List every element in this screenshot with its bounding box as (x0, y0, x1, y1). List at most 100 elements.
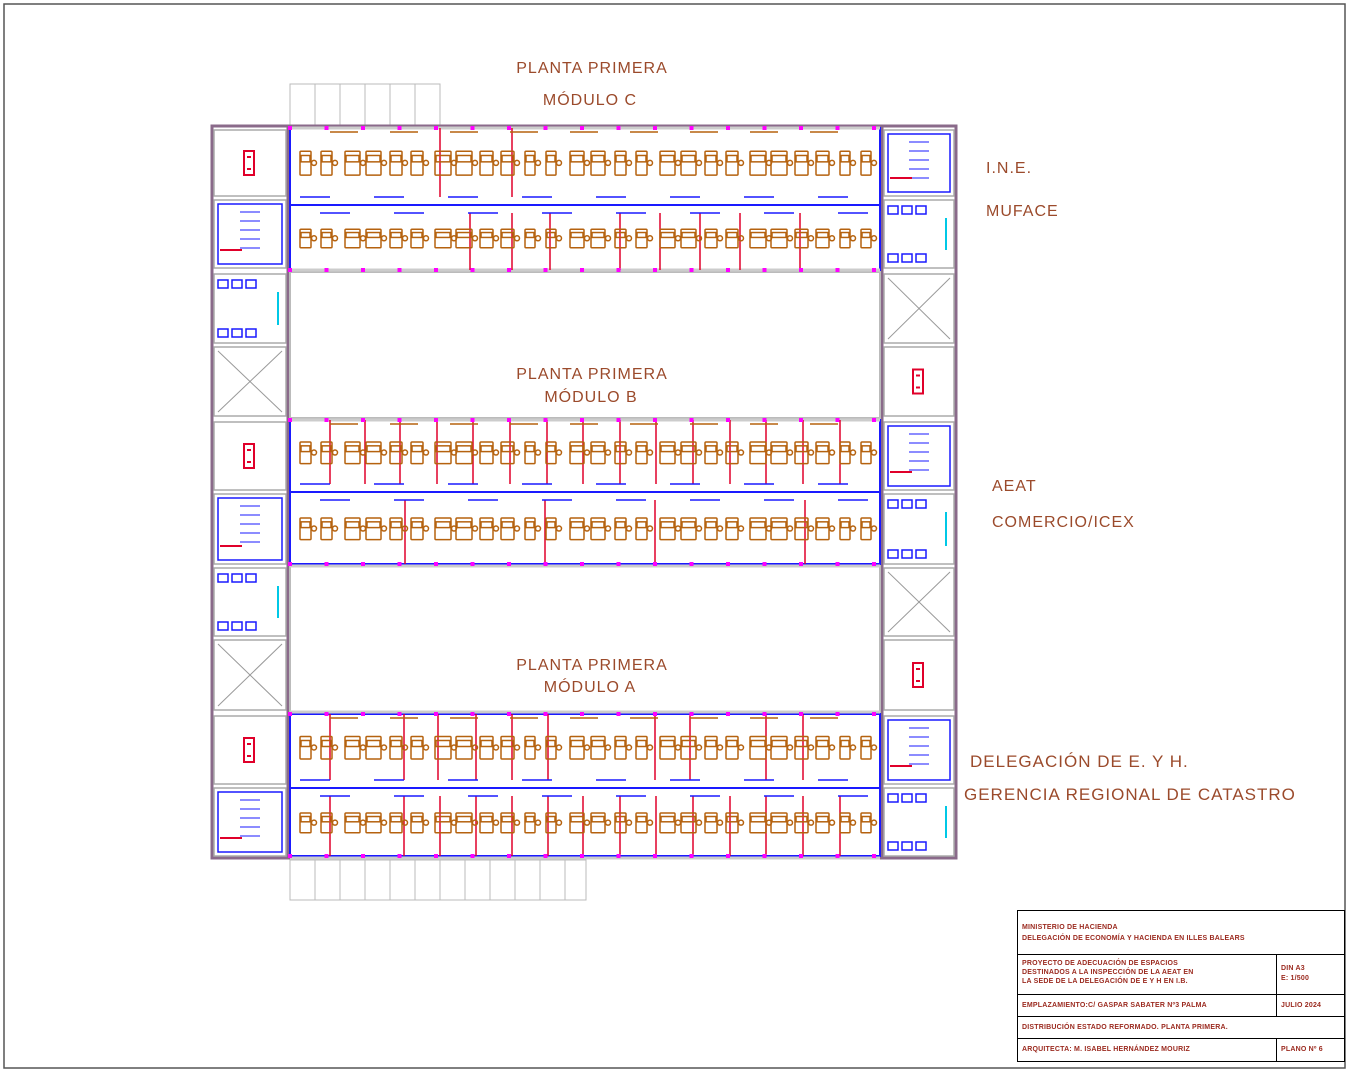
elevator-symbol (912, 368, 924, 395)
chair (310, 235, 318, 242)
core-cell (883, 129, 955, 197)
title-block-content-row: DISTRIBUCIÓN ESTADO REFORMADO. PLANTA PR… (1018, 1017, 1344, 1039)
chair (401, 159, 409, 167)
desk-detail (750, 445, 766, 453)
chair (786, 744, 794, 751)
desk-detail (345, 445, 360, 453)
pillar (616, 854, 621, 858)
pillar (288, 126, 292, 130)
chair (534, 235, 542, 242)
chair (359, 449, 367, 456)
desk-detail (300, 739, 311, 748)
chair (870, 235, 878, 242)
desk-detail (591, 739, 605, 748)
pillar (835, 126, 840, 130)
pillar (872, 562, 876, 566)
chair (737, 159, 745, 167)
chair (786, 235, 794, 242)
desk-detail (435, 445, 451, 453)
chair (380, 449, 388, 456)
desk-detail (615, 521, 626, 529)
overhang-top (289, 83, 441, 127)
pillar (397, 562, 402, 566)
desk-detail (681, 739, 696, 748)
desk-detail (705, 815, 717, 823)
core-cell (213, 129, 287, 197)
pillar (653, 268, 657, 272)
desk-detail (615, 231, 626, 239)
chair (555, 744, 563, 751)
pillar (470, 126, 475, 130)
desk-detail (435, 231, 451, 239)
pillar (872, 418, 876, 422)
toilet-symbol (901, 793, 913, 803)
chair (870, 449, 878, 456)
chair (422, 159, 430, 167)
toilet-symbol (245, 621, 257, 631)
ministry-text: MINISTERIO DE HACIENDA (1022, 924, 1118, 931)
desk-detail (705, 445, 717, 453)
desk-detail (411, 231, 423, 239)
core-cell (883, 787, 955, 857)
chair (674, 525, 682, 532)
stair-symbol (217, 791, 283, 853)
desk-detail (390, 445, 402, 453)
desk-detail (300, 521, 311, 529)
chair (646, 235, 654, 242)
stair-symbol (887, 719, 951, 781)
pillar (397, 268, 402, 272)
desk-detail (546, 739, 556, 748)
desk-detail (411, 521, 423, 529)
chair (625, 449, 633, 456)
pillar (324, 418, 329, 422)
desk-detail (390, 521, 402, 529)
desk-detail (660, 154, 675, 163)
pillar (434, 854, 438, 858)
pillar (799, 562, 803, 566)
desk-detail (480, 521, 493, 529)
desk-detail (546, 815, 556, 823)
chair (471, 235, 479, 242)
chair (380, 159, 388, 167)
chair (674, 159, 682, 167)
toilet-symbol (901, 205, 913, 215)
office-furniture (299, 131, 878, 834)
desk-detail (525, 815, 535, 823)
desk-detail (480, 231, 493, 239)
desk-detail (816, 445, 829, 453)
chair (534, 525, 542, 532)
chair (674, 819, 682, 826)
chair (555, 449, 563, 456)
pillar (580, 562, 584, 566)
desk-detail (345, 739, 360, 748)
location-text: EMPLAZAMIENTO:C/ GASPAR SABATER Nº3 PALM… (1022, 1002, 1207, 1009)
desk-detail (615, 154, 626, 163)
desk-detail (795, 815, 808, 823)
desk-detail (795, 521, 808, 529)
pillar (434, 562, 438, 566)
chair (492, 525, 500, 532)
desk-detail (321, 154, 332, 163)
chair (555, 525, 563, 532)
chair (380, 235, 388, 242)
pillar (324, 268, 329, 272)
desk-detail (861, 231, 871, 239)
chair (625, 744, 633, 751)
desk-detail (345, 231, 360, 239)
chair (716, 449, 724, 456)
desk-detail (636, 231, 647, 239)
chair (604, 819, 612, 826)
pillar (580, 126, 584, 130)
chair (646, 449, 654, 456)
desk-detail (525, 445, 535, 453)
desk-detail (705, 231, 717, 239)
chair (625, 525, 633, 532)
chair (583, 819, 591, 826)
module-b-floor-label: PLANTA PRIMERA (516, 366, 668, 383)
chair (310, 159, 318, 167)
desk-detail (525, 739, 535, 748)
pillar (507, 418, 511, 422)
desk-detail (366, 815, 381, 823)
pillar (726, 268, 730, 272)
desk-detail (726, 739, 738, 748)
